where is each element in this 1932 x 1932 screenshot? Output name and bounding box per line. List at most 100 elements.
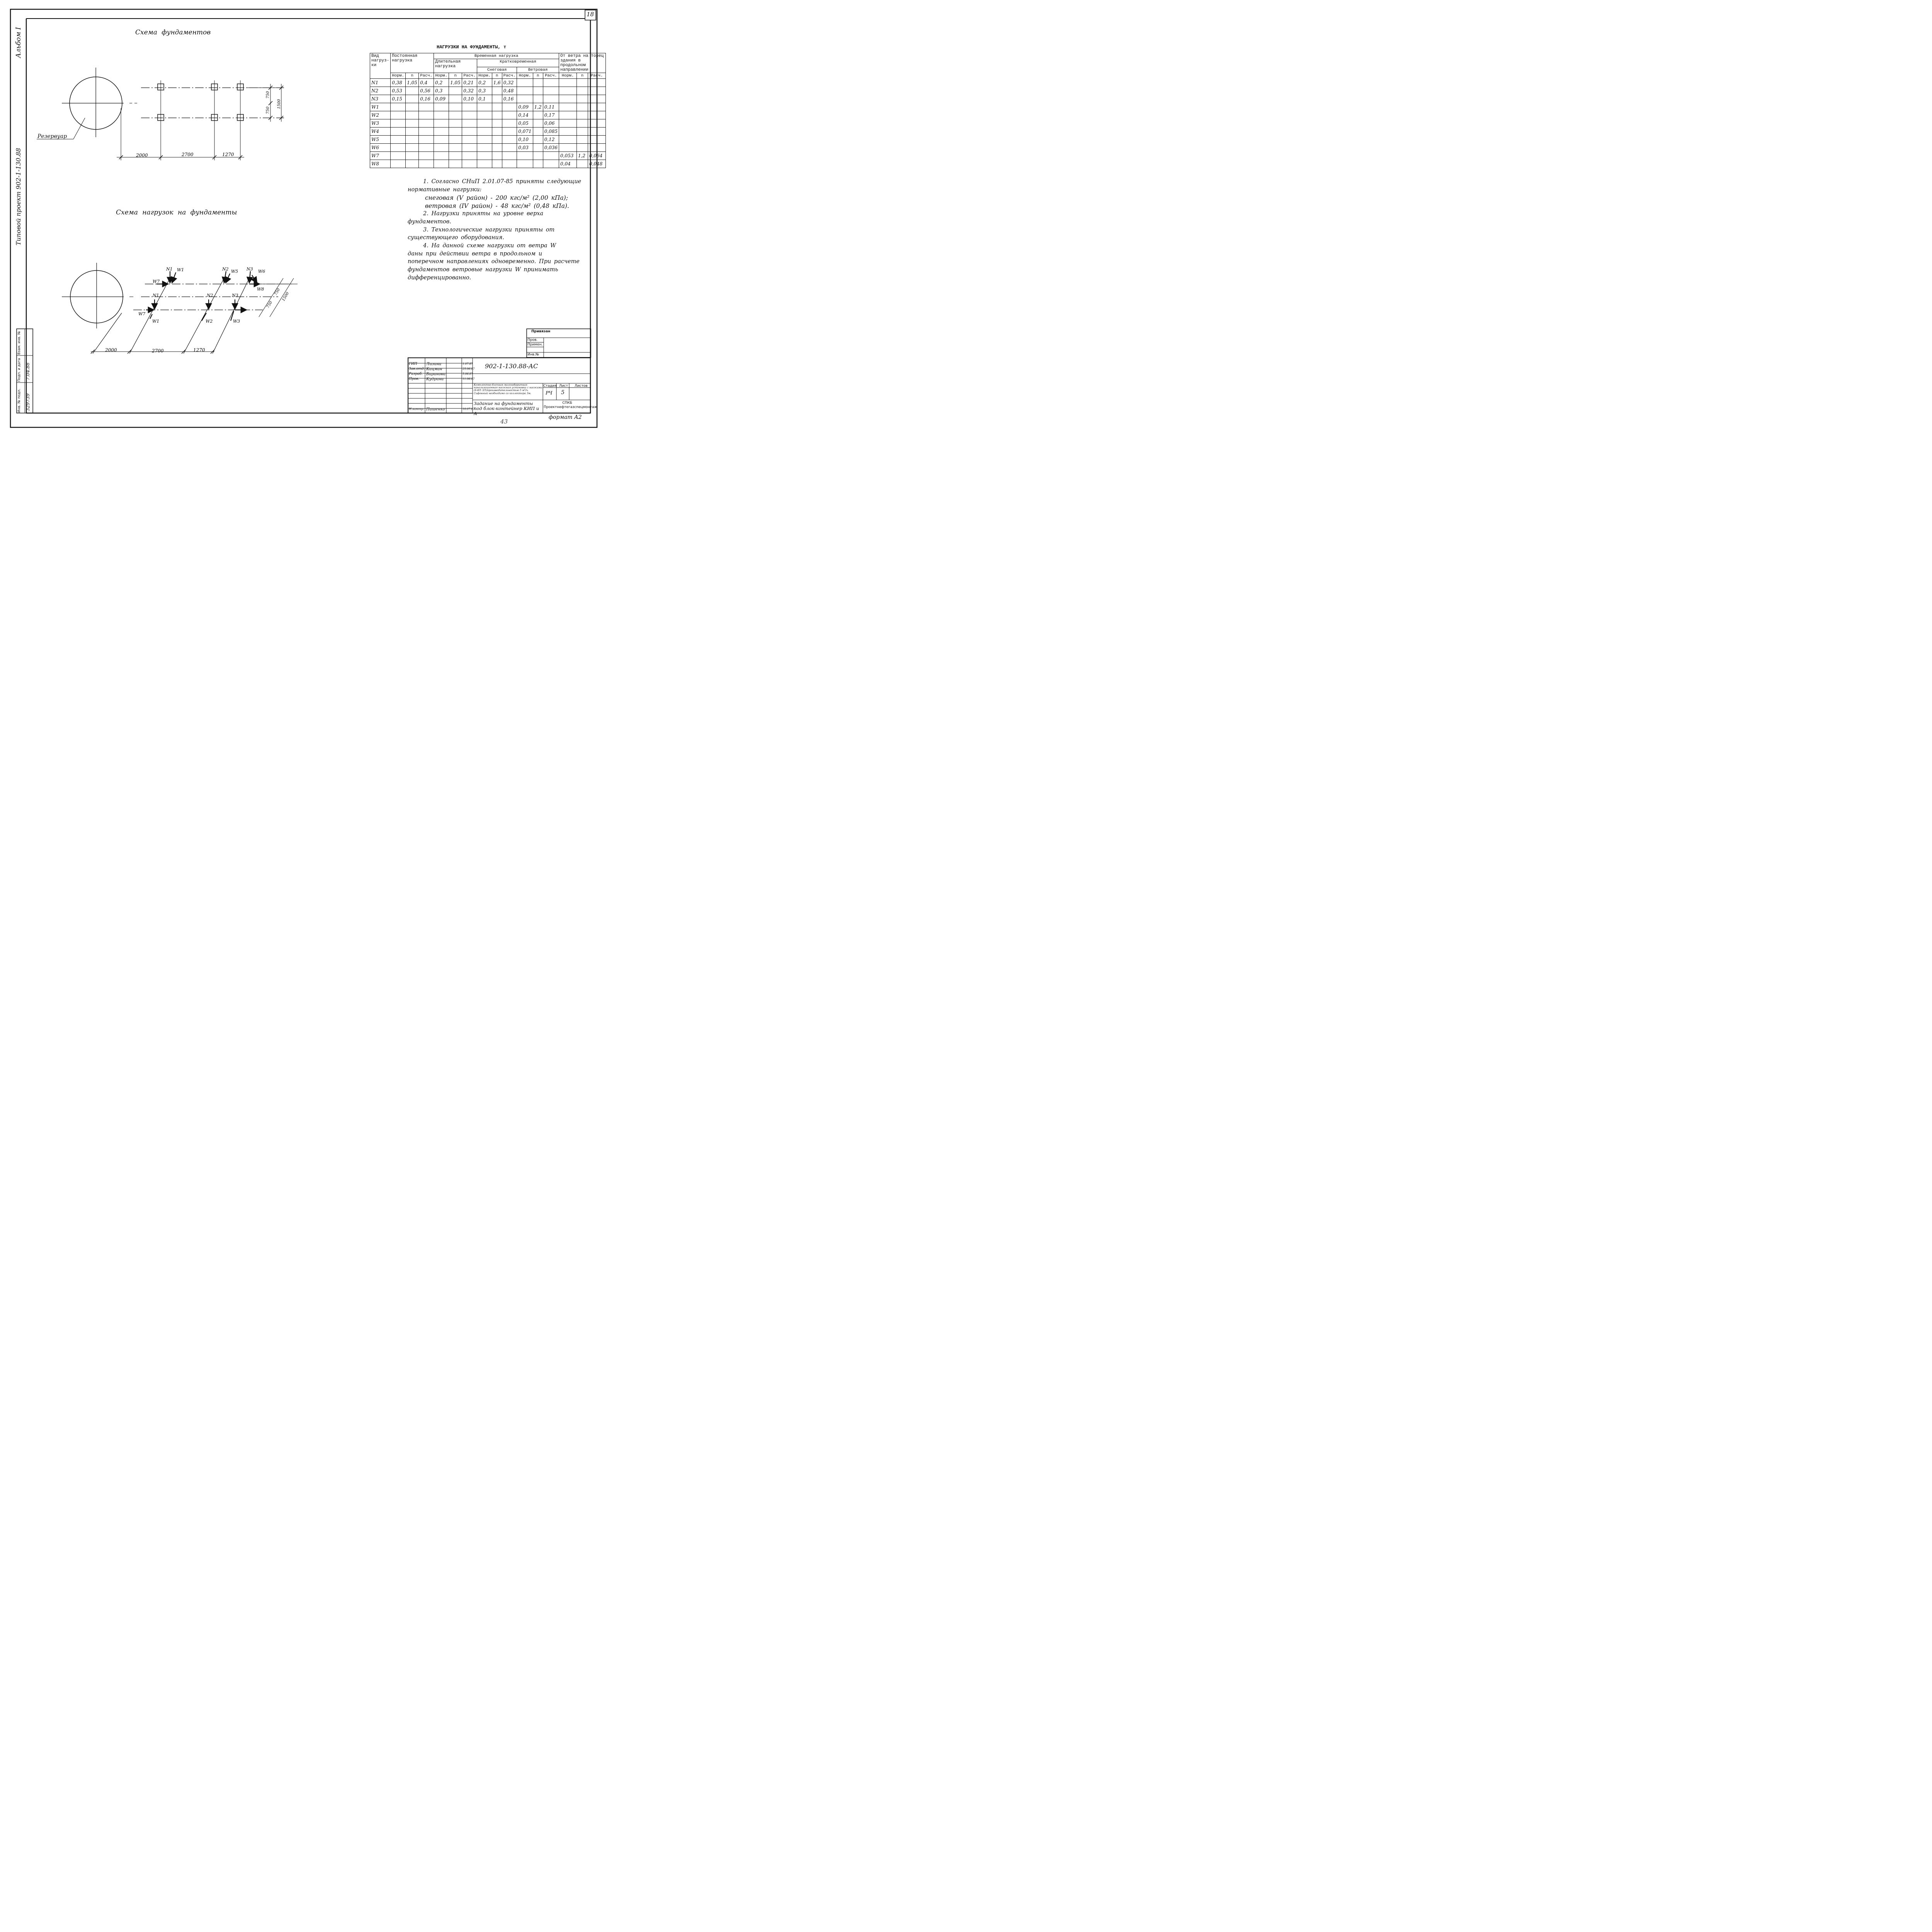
table-cell [576, 78, 588, 87]
table-cell [543, 160, 560, 168]
table-cell [492, 143, 502, 152]
tb-sheet-label: Лист [559, 384, 568, 388]
load-dim-1270: 1270 [193, 347, 205, 353]
table-cell: 1,05 [405, 78, 419, 87]
table-cell: 0,03 [517, 143, 533, 152]
table-cell [418, 119, 434, 128]
load-label-w5: W5 [231, 269, 238, 274]
table-cell [477, 119, 492, 128]
table-cell [462, 160, 478, 168]
table-cell [390, 160, 406, 168]
note-3-line-2: существующего оборудования. [408, 235, 504, 241]
table-cell [418, 111, 434, 119]
table-cell: 0,085 [543, 127, 560, 136]
table-cell [502, 143, 517, 152]
row-label: N2 [369, 87, 391, 95]
row-label: W1 [369, 103, 391, 111]
table-cell [587, 143, 606, 152]
note-2-line-1: 2. Нагрузки приняты на уровне верха [423, 211, 544, 217]
dim-750-b: 750 [266, 106, 270, 114]
replace-label: Взам. инв. № [17, 331, 21, 355]
tb-date-1: 25.06.87 [463, 367, 475, 371]
table-cell [517, 78, 533, 87]
table-cell [462, 127, 478, 136]
tb-name-0: Лизина [426, 362, 442, 366]
table-cell: 0,071 [517, 127, 533, 136]
table-cell [492, 160, 502, 168]
binding-title: Привязан [531, 330, 551, 333]
load-dim-750-a: 750 [274, 287, 281, 296]
table-cell [449, 111, 463, 119]
table-cell [405, 119, 419, 128]
side-stamp [16, 328, 33, 413]
table-cell: 0,21 [462, 78, 478, 87]
table-cell: 0,11 [543, 103, 560, 111]
table-cell [576, 160, 588, 168]
table-cell [449, 103, 463, 111]
tb-sheet: 5 [561, 389, 565, 396]
table-cell: 0,10 [517, 135, 533, 144]
col-calc: Расч. [587, 73, 606, 79]
table-cell [418, 127, 434, 136]
col-norm: Норм. [477, 73, 492, 79]
table-cell [462, 135, 478, 144]
h-long: Длительная нагрузка [434, 59, 478, 73]
sheet-number: 18 [587, 11, 594, 18]
col-n: n [532, 73, 543, 79]
table-cell: 0,036 [543, 143, 560, 152]
note-1-line-1: 1. Согласно СНиП 2.01.07-85 приняты след… [423, 179, 582, 185]
col-n: n [576, 73, 588, 79]
inv-label: Инв. № подл. [17, 388, 21, 413]
col-calc: Расч. [418, 73, 434, 79]
table-cell [405, 95, 419, 103]
table-cell [492, 103, 502, 111]
row-label: W5 [369, 135, 391, 144]
table-cell [532, 78, 543, 87]
table-cell [462, 103, 478, 111]
load-label-n1-top: N1 [166, 267, 173, 272]
tb-date-3: 11.06.87 [463, 378, 475, 381]
table-cell [517, 95, 533, 103]
table-cell [477, 127, 492, 136]
tb-name-1: Кацман [426, 367, 442, 371]
table-cell [576, 103, 588, 111]
col-norm: Норм. [559, 73, 577, 79]
table-cell [418, 160, 434, 168]
table-cell [532, 135, 543, 144]
dim-750-a: 750 [266, 91, 270, 99]
table-cell: 1,05 [449, 78, 463, 87]
table-cell [449, 151, 463, 160]
table-cell [502, 160, 517, 168]
load-scheme: N1 W1 N2 W5 N3 W6 W7 W8 N1 N2 N3 W7 W1 W… [62, 263, 298, 354]
h-snow: Снеговая [477, 67, 517, 73]
h-end-wind: От ветра на торец здания в продольном на… [559, 53, 606, 73]
table-cell [492, 87, 502, 95]
tb-name-3: Кудрина [426, 377, 444, 381]
table-cell: 0,06 [543, 119, 560, 128]
table-cell [492, 119, 502, 128]
table-cell [532, 160, 543, 168]
table-cell [418, 103, 434, 111]
table-cell [532, 87, 543, 95]
table-cell [434, 160, 449, 168]
table-cell [559, 119, 577, 128]
table-cell [405, 160, 419, 168]
table-cell [477, 111, 492, 119]
table-cell: 0,32 [502, 78, 517, 87]
table-cell: 1,6 [492, 78, 502, 87]
load-label-n3-bottom: N3 [231, 293, 238, 298]
table-cell [559, 135, 577, 144]
table-cell [576, 95, 588, 103]
table-cell [492, 151, 502, 160]
table-cell [390, 143, 406, 152]
h-wind: Ветровая [517, 67, 559, 73]
table-cell [587, 103, 606, 111]
tb-description: Комплектно-блочная малогабаритная канали… [474, 384, 543, 395]
table-cell [405, 127, 419, 136]
table-cell: 0,2 [434, 78, 449, 87]
